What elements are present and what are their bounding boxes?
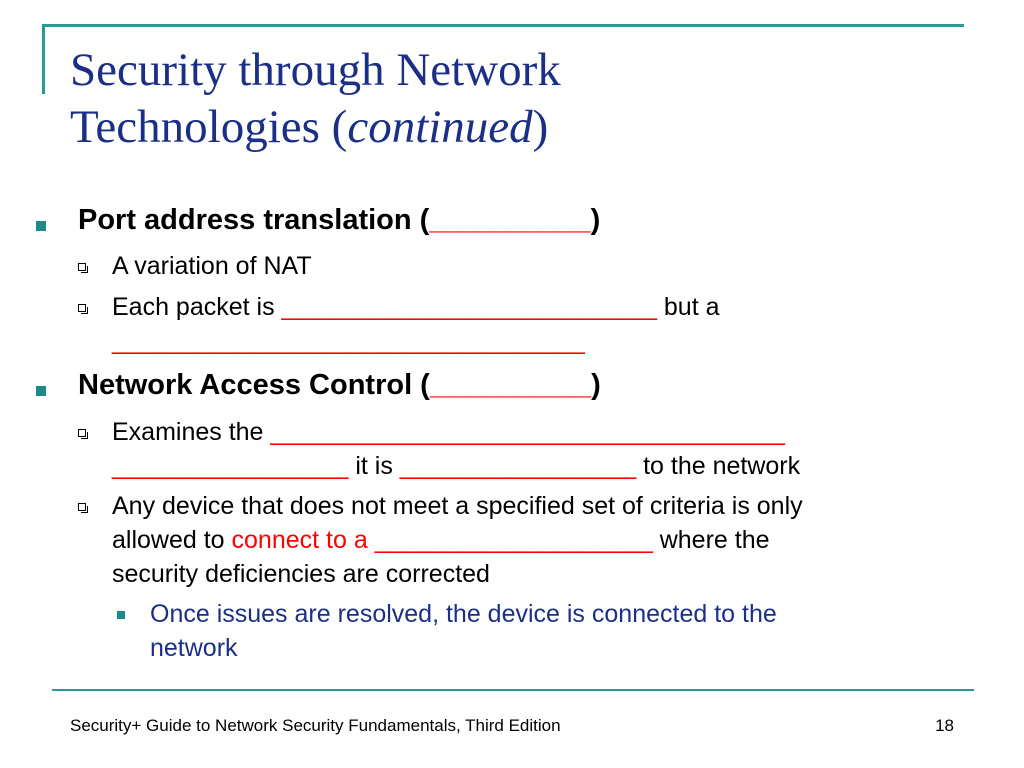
bullet-nac-suffix: )	[591, 369, 601, 401]
nac-sub-3: Once issues are resolved, the device is …	[150, 597, 970, 665]
nac-sub-1-blank3: _________________	[399, 452, 637, 480]
nac-sub-2-red: connect to a	[231, 526, 375, 554]
footer-text: Security+ Guide to Network Security Fund…	[70, 716, 561, 735]
nac-sub-3-line2: network	[150, 634, 238, 662]
nac-sub-3-line1: Once issues are resolved, the device is …	[150, 600, 777, 628]
nac-sub-2: Any device that does not meet a specifie…	[112, 489, 982, 591]
title-line-2-italic: continued	[347, 101, 533, 153]
sub-sub-bullet-square-icon	[117, 611, 125, 619]
sub-bullet-box-icon	[78, 503, 88, 513]
bullet-square-icon	[36, 221, 46, 231]
nac-sub-2-line3: security deficiencies are corrected	[112, 560, 490, 588]
nac-sub-2-text1: allowed to	[112, 526, 232, 554]
footer-divider	[52, 689, 974, 691]
bullet-square-icon	[36, 386, 46, 396]
bullet-pat-prefix: Port address translation (	[78, 204, 430, 236]
page-number: 18	[935, 716, 954, 735]
title-line-2-prefix: Technologies (	[70, 101, 348, 153]
nac-sub-2-text2: where the	[652, 526, 770, 554]
pat-sub-2-text2: but a	[656, 293, 720, 321]
nac-sub-1: Examines the ___________________________…	[112, 415, 982, 483]
nac-sub-1-text2: it is	[348, 452, 400, 480]
bullet-nac-blank: __________	[429, 369, 592, 401]
pat-sub-1: A variation of NAT	[112, 252, 312, 280]
sub-bullet-box-icon	[78, 304, 88, 314]
frame-vertical-line	[42, 24, 45, 94]
title-line-2: Technologies (continued)	[70, 99, 970, 156]
sub-bullet-box-icon	[78, 429, 88, 439]
bullet-pat: Port address translation (__________)	[78, 203, 978, 237]
title-line-2-suffix: )	[532, 101, 549, 153]
bullet-nac-prefix: Network Access Control (	[78, 369, 430, 401]
slide-title: Security through Network Technologies (c…	[70, 42, 970, 156]
pat-sub-2-blank1: ___________________________	[281, 293, 657, 321]
nac-sub-1-text3: to the network	[636, 452, 801, 480]
nac-sub-2-line1: Any device that does not meet a specifie…	[112, 492, 803, 520]
pat-sub-2-text1: Each packet is	[112, 293, 282, 321]
nac-sub-1-blank1: _____________________________________	[270, 418, 785, 446]
sub-bullet-box-icon	[78, 263, 88, 273]
bullet-pat-suffix: )	[590, 204, 601, 236]
nac-sub-1-text1: Examines the	[112, 418, 271, 446]
pat-sub-2: Each packet is _________________________…	[112, 290, 982, 358]
nac-sub-1-blank2: _________________	[112, 452, 349, 480]
bullet-pat-blank: __________	[429, 204, 591, 236]
pat-sub-2-blank2: __________________________________	[112, 327, 585, 355]
bullet-nac: Network Access Control (__________)	[78, 368, 978, 402]
frame-horizontal-line	[42, 24, 964, 27]
title-line-1: Security through Network	[70, 44, 561, 96]
nac-sub-2-blank: ____________________	[374, 526, 653, 554]
